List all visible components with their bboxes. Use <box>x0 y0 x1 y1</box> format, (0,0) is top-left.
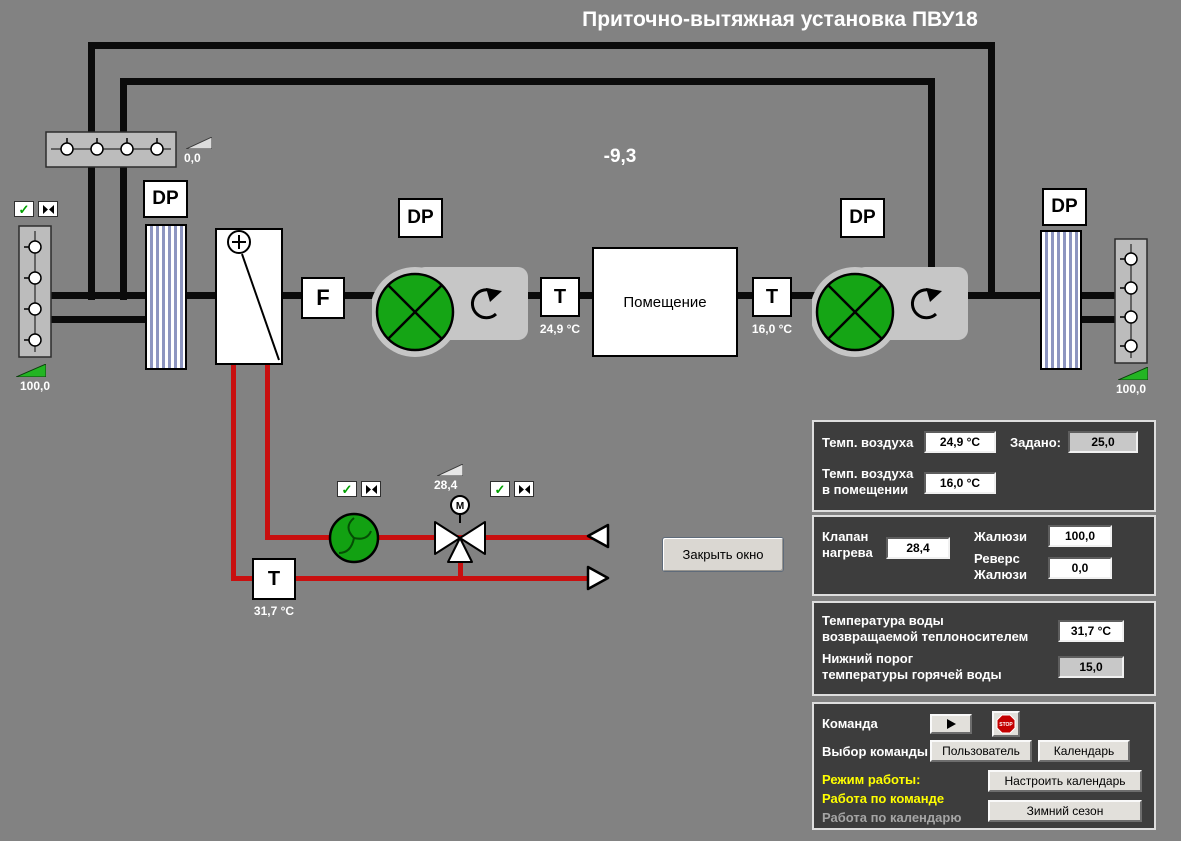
supply-temp-sensor-box: T <box>540 277 580 317</box>
supply-fan-icon <box>372 267 528 357</box>
water-supply-arrow-icon <box>586 523 610 549</box>
configure-calendar-button[interactable]: Настроить календарь <box>988 770 1142 792</box>
pipe-return-horizontal <box>231 576 600 581</box>
page-title: Приточно-вытяжная установка ПВУ18 <box>582 8 978 31</box>
room-box: Помещение <box>592 247 738 357</box>
return-water-value-field: 31,7 °C <box>1058 620 1124 642</box>
reverse-louver-value-field: 0,0 <box>1048 557 1112 579</box>
heating-valve-label-line2: нагрева <box>822 545 873 560</box>
pump-icon[interactable] <box>327 511 381 565</box>
exhaust-filter-icon <box>1040 230 1082 370</box>
duct-right-inner-vertical <box>928 78 935 298</box>
outside-temp-value: -9,3 <box>603 146 637 167</box>
calendar-command-button[interactable]: Календарь <box>1038 740 1130 762</box>
auto-check-icon[interactable]: ✓ <box>490 481 510 497</box>
work-mode-label: Режим работы: <box>822 772 921 787</box>
water-temp-panel: Температура воды возвращаемой теплоносит… <box>812 601 1156 696</box>
pipe-supply-horizontal <box>265 535 600 540</box>
duct-right-lower <box>1072 316 1126 323</box>
exhaust-damper-position: 100,0 <box>1115 382 1147 396</box>
air-temp-value-field: 24,9 °C <box>924 431 996 453</box>
work-mode-inactive: Работа по календарю <box>822 810 962 825</box>
duct-top-inner <box>120 78 935 85</box>
duct-left-outer-vertical <box>88 42 95 300</box>
manual-mode-icon[interactable] <box>38 201 58 217</box>
command-panel: Команда STOP Выбор команды Пользователь … <box>812 702 1156 830</box>
pipe-return-vertical <box>231 363 236 580</box>
return-water-temp-sensor-box: T <box>252 558 296 600</box>
pump-mode-switch[interactable]: ✓ <box>337 481 381 497</box>
duct-top-outer <box>88 42 995 49</box>
return-water-label-line1: Температура воды <box>822 613 944 628</box>
water-threshold-label-line2: температуры горячей воды <box>822 667 1002 682</box>
room-air-temp-value-field: 16,0 °C <box>924 472 996 494</box>
intake-damper-icon[interactable] <box>18 225 52 358</box>
room-air-temp-label-line2: в помещении <box>822 482 909 497</box>
water-return-arrow-icon <box>586 565 610 591</box>
intake-damper-mode-switch[interactable]: ✓ <box>14 201 58 217</box>
louver-value-field: 100,0 <box>1048 525 1112 547</box>
reverse-louver-label-line2: Жалюзи <box>974 567 1027 582</box>
duct-right-outer-vertical <box>988 42 995 298</box>
water-threshold-label-line1: Нижний порог <box>822 651 914 666</box>
duct-left-inner-vertical <box>120 78 127 300</box>
intake-damper-ramp-indicator <box>16 364 46 377</box>
three-way-valve-icon[interactable]: М <box>430 494 490 568</box>
room-temp-sensor-box: T <box>752 277 792 317</box>
valve-mode-switch[interactable]: ✓ <box>490 481 534 497</box>
work-mode-active: Работа по команде <box>822 791 945 806</box>
pipe-supply-vertical <box>265 363 270 540</box>
auto-check-icon[interactable]: ✓ <box>337 481 357 497</box>
setpoint-value-field[interactable]: 25,0 <box>1068 431 1138 453</box>
supply-filter-icon <box>145 224 187 370</box>
duct-left-lower <box>30 316 160 323</box>
recirc-damper-position: 0,0 <box>184 151 201 165</box>
heating-valve-label-line1: Клапан <box>822 529 869 544</box>
command-select-label: Выбор команды <box>822 744 928 759</box>
rotation-arrow-icon <box>470 288 502 320</box>
valve-ramp-indicator <box>437 464 463 476</box>
dp-sensor-supply-filter: DP <box>143 180 188 218</box>
winter-season-button[interactable]: Зимний сезон <box>988 800 1142 822</box>
user-command-button[interactable]: Пользователь <box>930 740 1032 762</box>
room-air-temp-label-line1: Темп. воздуха <box>822 466 914 481</box>
setpoint-label: Задано: <box>1010 435 1061 450</box>
dp-sensor-exhaust-filter: DP <box>1042 188 1087 226</box>
recirculation-damper-icon[interactable] <box>45 131 177 168</box>
f-sensor-box: F <box>301 277 345 319</box>
auto-check-icon[interactable]: ✓ <box>14 201 34 217</box>
air-temp-panel: Темп. воздуха 24,9 °C Задано: 25,0 Темп.… <box>812 420 1156 512</box>
dp-sensor-exhaust-fan: DP <box>840 198 885 238</box>
manual-mode-icon[interactable] <box>361 481 381 497</box>
dampers-panel: Клапан нагрева 28,4 Жалюзи 100,0 Реверс … <box>812 515 1156 596</box>
close-window-button[interactable]: Закрыть окно <box>662 537 784 572</box>
louver-label: Жалюзи <box>974 529 1027 544</box>
reverse-louver-label-line1: Реверс <box>974 551 1020 566</box>
heating-valve-value-field: 28,4 <box>886 537 950 559</box>
dp-sensor-supply-fan: DP <box>398 198 443 238</box>
exhaust-damper-icon[interactable] <box>1114 238 1148 364</box>
exhaust-damper-ramp-indicator <box>1118 367 1148 380</box>
command-label: Команда <box>822 716 878 731</box>
heating-valve-position: 28,4 <box>434 478 458 492</box>
play-icon <box>946 719 956 729</box>
air-temp-label: Темп. воздуха <box>822 435 914 450</box>
rotation-arrow-icon <box>910 288 942 320</box>
intake-damper-position: 100,0 <box>19 379 51 393</box>
water-threshold-value-field[interactable]: 15,0 <box>1058 656 1124 678</box>
valve-motor-label: М <box>456 501 464 512</box>
supply-temp-value: 24,9 °C <box>539 322 581 336</box>
return-water-temp-value: 31,7 °C <box>253 604 295 618</box>
manual-mode-icon[interactable] <box>514 481 534 497</box>
recirc-damper-ramp-indicator <box>186 137 212 149</box>
start-button[interactable] <box>930 714 972 734</box>
return-water-label-line2: возвращаемой теплоносителем <box>822 629 1029 644</box>
heater-icon <box>215 228 283 365</box>
stop-button[interactable]: STOP <box>992 711 1020 737</box>
stop-icon: STOP <box>996 714 1016 734</box>
room-temp-value: 16,0 °C <box>751 322 793 336</box>
svg-text:STOP: STOP <box>999 722 1013 728</box>
exhaust-fan-icon <box>812 267 968 357</box>
